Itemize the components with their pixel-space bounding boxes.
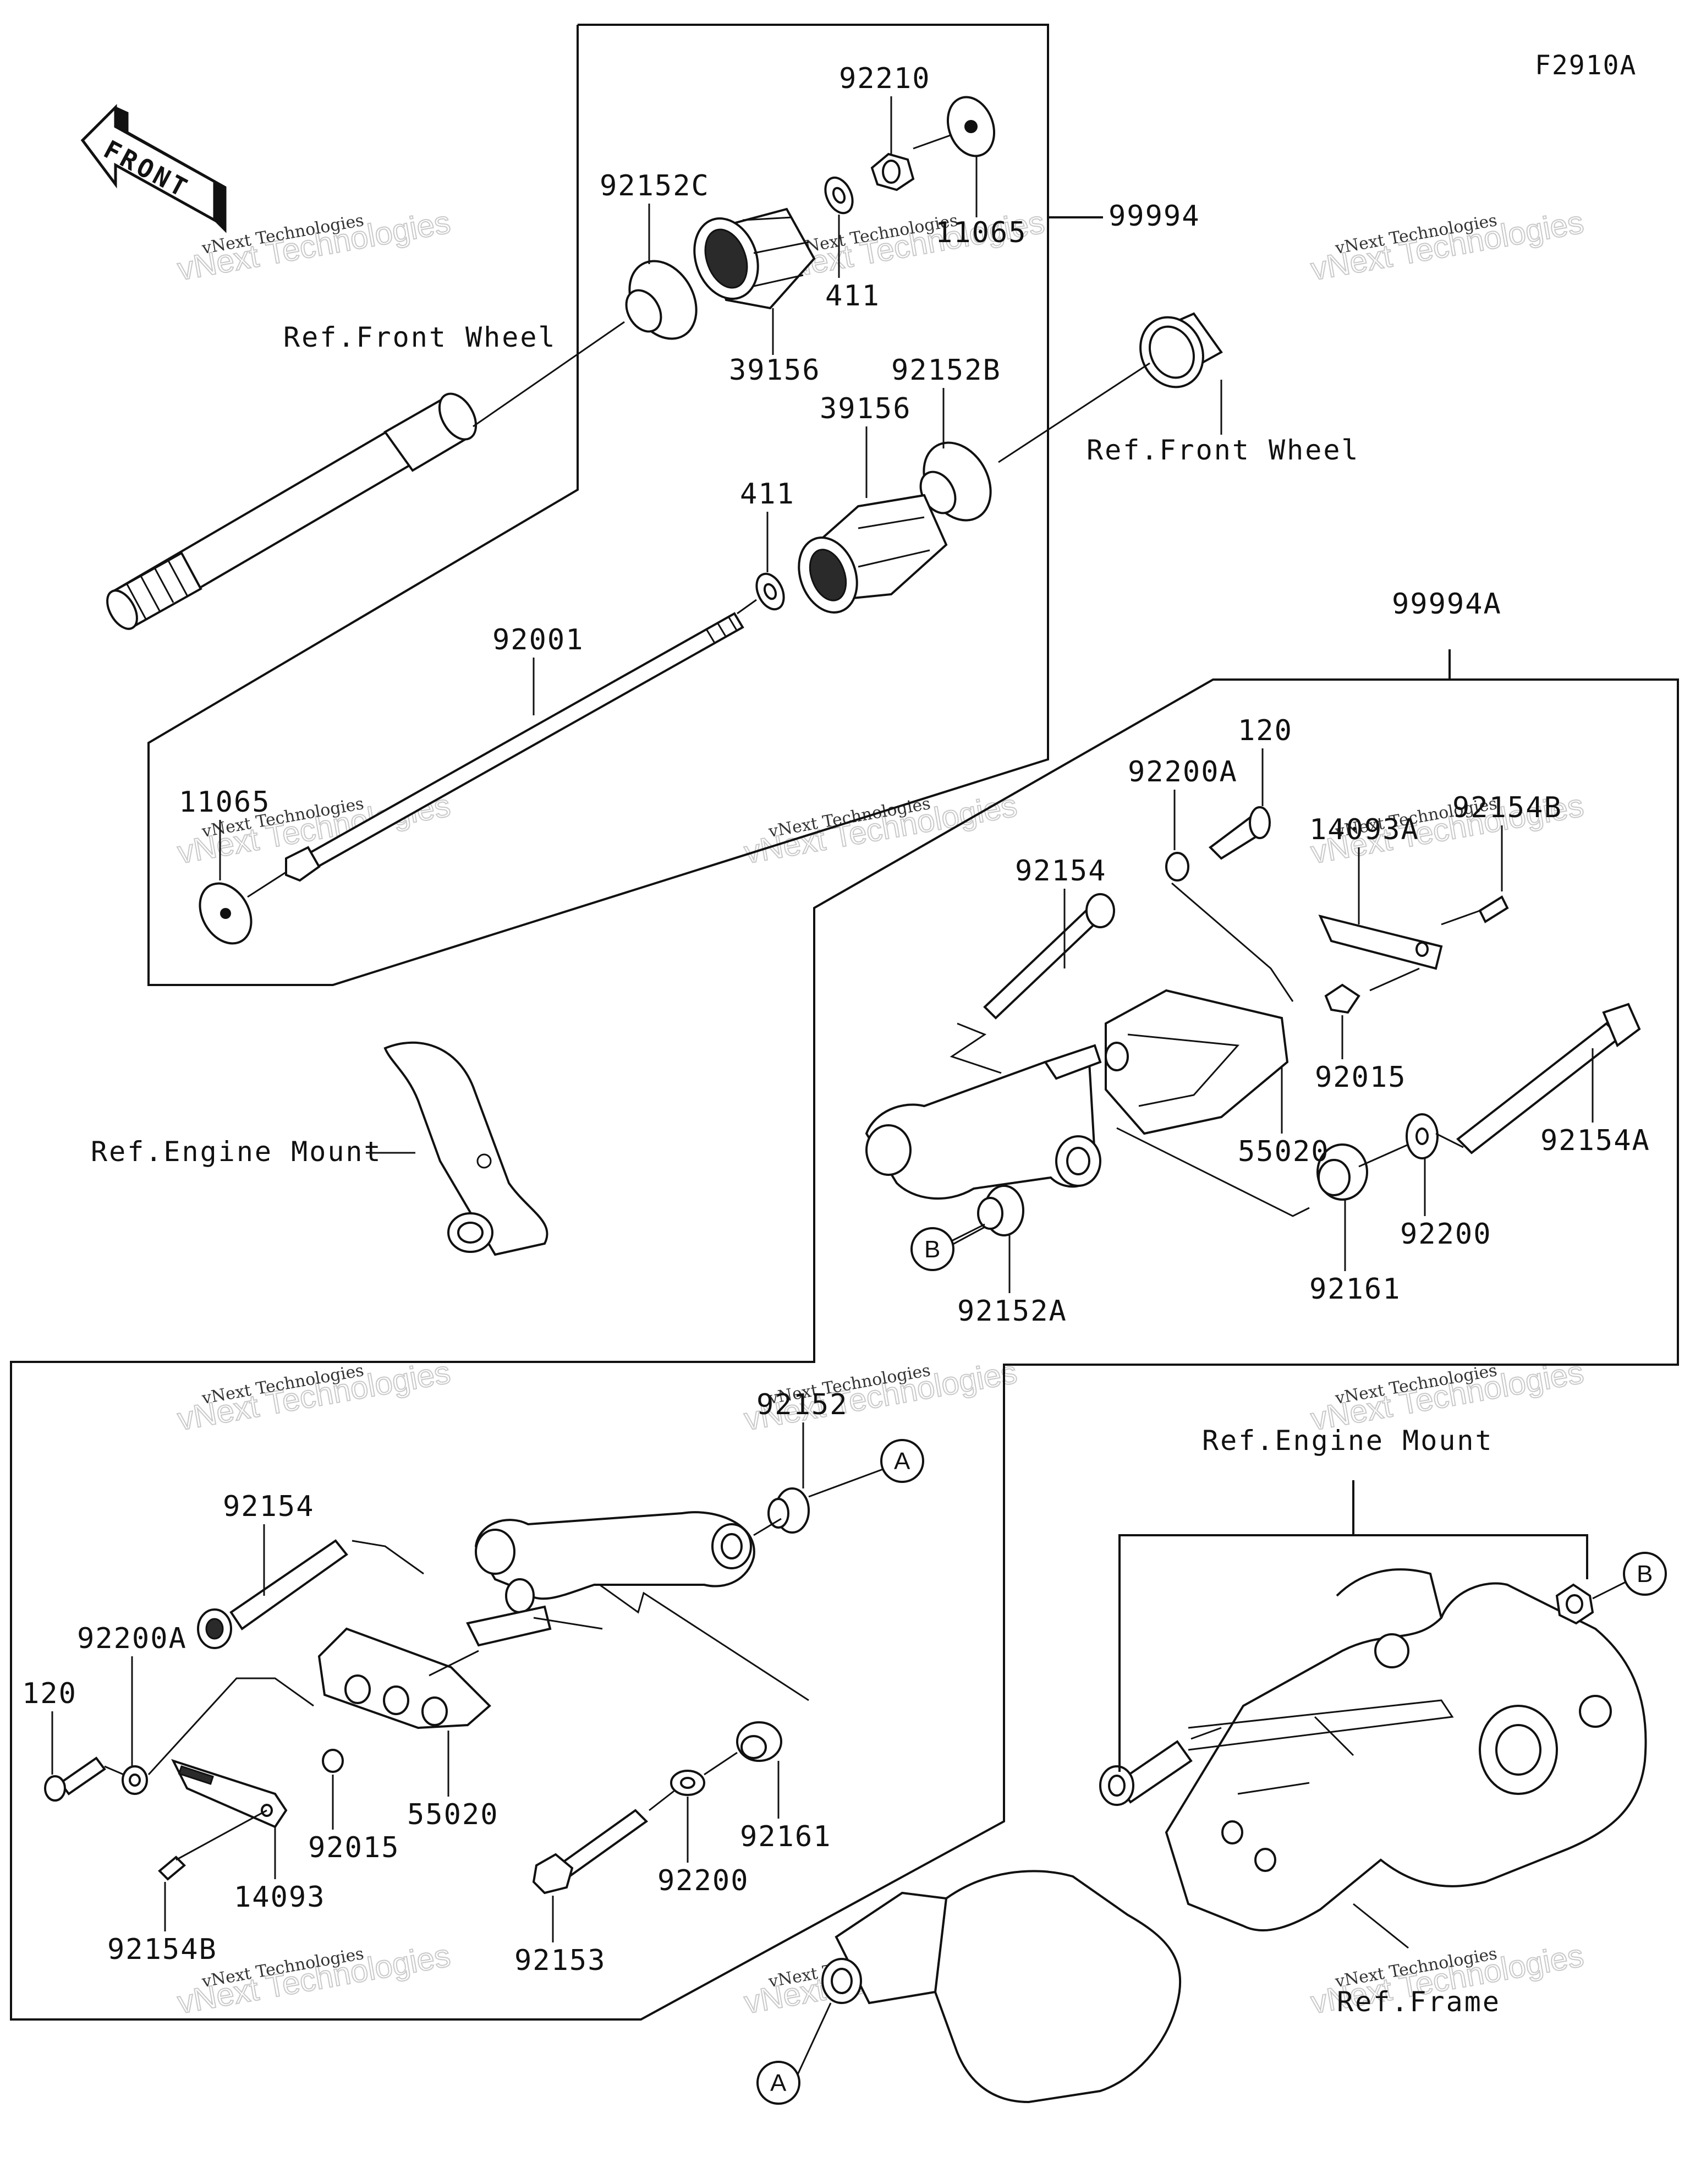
part-92200-left: 92200 — [657, 1864, 749, 1897]
washer-411-top-hole — [832, 187, 846, 204]
part-411-mid: 411 — [740, 478, 795, 511]
part-92152: 92152 — [756, 1388, 848, 1421]
front-arrow-icon: FRONT — [80, 103, 227, 233]
part-92161-left: 92161 — [740, 1820, 832, 1853]
part-411-top: 411 — [825, 280, 880, 313]
part-92154B-right: 92154B — [1452, 791, 1562, 824]
part-92152A: 92152A — [957, 1295, 1067, 1328]
wheel-spacer-right — [998, 312, 1223, 463]
part-92200A-right: 92200A — [1128, 756, 1238, 789]
frame-slider-left-assembly — [44, 1487, 810, 1895]
ref-engine-mount-left: Ref.Engine Mount — [91, 1136, 382, 1168]
front-axle — [106, 321, 625, 630]
part-92015-left: 92015 — [308, 1831, 400, 1864]
part-92154B-left: 92154B — [107, 1933, 217, 1966]
frame-slider-right-assembly — [865, 806, 1641, 1247]
callout-a-bottom: A — [756, 2002, 832, 2105]
part-92001: 92001 — [492, 623, 584, 656]
callout-b-right-label: B — [924, 1236, 940, 1263]
part-39156-mid: 39156 — [820, 392, 912, 425]
part-99994: 99994 — [1109, 200, 1200, 233]
collar-92152B — [919, 441, 992, 522]
ref-front-wheel-right: Ref.Front Wheel — [1087, 434, 1360, 466]
part-92152B: 92152B — [891, 354, 1001, 387]
washer-411-mid-hole — [763, 583, 777, 600]
part-92154-left: 92154 — [223, 1490, 315, 1523]
callout-b-right: B — [910, 1223, 985, 1271]
callout-a-bottom-label: A — [770, 2070, 787, 2097]
collar-92152C — [625, 260, 698, 340]
part-92154A: 92154A — [1540, 1124, 1650, 1157]
lockwasher-11065-left — [199, 846, 321, 945]
part-11065-left: 11065 — [179, 786, 271, 819]
part-92153: 92153 — [514, 1944, 606, 1977]
part-14093: 14093 — [234, 1881, 326, 1914]
callout-b-frame-label: B — [1637, 1561, 1653, 1588]
part-92200-right: 92200 — [1400, 1218, 1492, 1251]
ref-frame: Ref.Frame — [1337, 1986, 1501, 2018]
part-92210: 92210 — [839, 62, 931, 95]
nut-92210 — [870, 152, 915, 191]
part-92152C: 92152C — [600, 169, 710, 202]
frame-assembly — [821, 1480, 1647, 2104]
ref-front-wheel-left: Ref.Front Wheel — [283, 321, 557, 353]
part-92154-right: 92154 — [1015, 855, 1107, 888]
slider-39156-mid — [798, 494, 948, 614]
part-11065-top: 11065 — [935, 216, 1027, 249]
assembly-boxes — [10, 24, 1679, 2021]
part-120-right: 120 — [1238, 714, 1293, 747]
part-55020-right: 55020 — [1238, 1135, 1330, 1168]
part-labels: 92210 11065 92152C 99994 411 39156 39156… — [22, 62, 1650, 1977]
callout-a-top-label: A — [894, 1448, 910, 1475]
part-92200A-left: 92200A — [77, 1622, 187, 1655]
part-99994A: 99994A — [1392, 588, 1502, 621]
part-55020-left: 55020 — [407, 1798, 499, 1831]
callout-b-frame: B — [1623, 1552, 1667, 1596]
part-120-left: 120 — [22, 1677, 77, 1710]
callout-a-top: A — [808, 1439, 924, 1498]
figure-code: F2910A — [1535, 50, 1637, 81]
ref-engine-mount-right: Ref.Engine Mount — [1202, 1425, 1494, 1457]
part-92161-right: 92161 — [1309, 1273, 1401, 1306]
lockwasher-11065-top — [913, 96, 996, 157]
slider-39156-top — [693, 207, 816, 310]
part-14093A: 14093A — [1309, 813, 1419, 846]
part-39156-top: 39156 — [729, 354, 821, 387]
part-92015-right: 92015 — [1315, 1061, 1407, 1094]
engine-mount-bracket-left — [383, 1041, 548, 1256]
